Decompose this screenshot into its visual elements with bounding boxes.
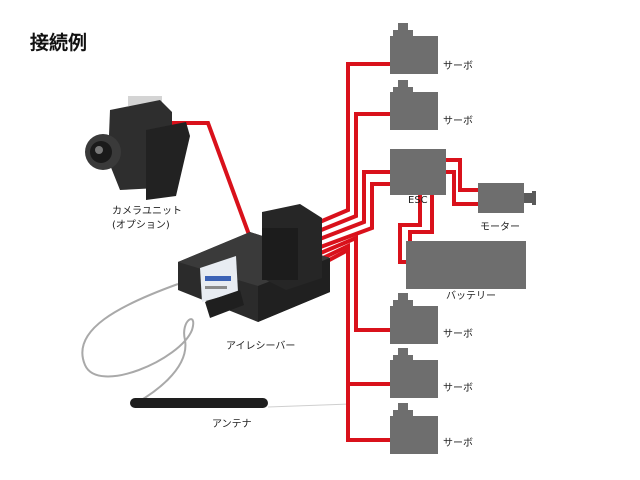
receiver-label: アイレシーバー [226,341,296,352]
servo-label-4: サーボ [443,383,473,394]
battery-label: バッテリー [446,291,496,302]
motor [478,183,536,213]
esc-label: ESC [408,195,428,206]
antenna-sleeve [130,398,268,408]
receiver [178,204,330,322]
servo-label-2: サーボ [443,116,473,127]
wire-esc-motor-2 [446,170,478,206]
wire-esc-1 [285,170,390,254]
wire-esc-battery-1 [398,195,422,264]
camera-unit [85,96,190,200]
wire-esc-motor-1 [446,158,478,192]
servo-label-5: サーボ [443,438,473,449]
servo-5 [390,403,438,454]
camera-label-line2: (オプション) [112,220,170,231]
servo-3 [390,293,438,344]
antenna-cable [81,283,195,403]
motor-label: モーター [480,222,520,233]
antenna-label: アンテナ [212,419,252,430]
servo-label-3: サーボ [443,329,473,340]
servo-4 [390,348,438,398]
page-title: 接続例 [30,32,88,54]
servo-label-1: サーボ [443,61,473,72]
servo-1 [390,23,438,74]
esc-box [390,149,446,195]
battery-box [406,241,526,289]
camera-label-line1: カメラユニット [112,206,182,217]
servo-2 [390,80,438,130]
wire-esc-2 [287,182,390,261]
antenna-tip-wire [267,403,351,408]
wire-servo-3 [289,234,392,332]
